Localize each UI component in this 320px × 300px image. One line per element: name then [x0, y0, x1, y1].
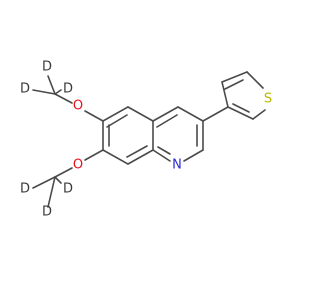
bond [106, 114, 128, 128]
sulfur-label: S [264, 92, 272, 107]
bond [102, 149, 129, 165]
bond [177, 106, 204, 122]
deuterium-label: D [20, 82, 30, 97]
bond [54, 89, 62, 95]
bond [47, 75, 56, 95]
bond [246, 71, 264, 89]
oxygen-label: O [73, 99, 83, 114]
bonds [32, 71, 266, 208]
oxygen-label: O [73, 158, 83, 173]
bond [227, 106, 254, 120]
bond [232, 103, 250, 113]
bond [84, 110, 104, 122]
nitrogen-label: N [172, 158, 182, 173]
bond [47, 176, 56, 208]
bond [102, 106, 129, 122]
bond [32, 89, 56, 95]
bond [127, 149, 154, 165]
deuterium-label: D [20, 182, 30, 197]
bond [252, 109, 266, 120]
deuterium-label: D [63, 182, 73, 197]
deuterium-label: D [42, 205, 52, 220]
deuterium-label: D [42, 60, 52, 75]
bond [126, 145, 148, 158]
bond [221, 81, 229, 108]
bond [157, 146, 171, 155]
molecule-structure: D D D O O N S D D D [20, 60, 272, 220]
bond [84, 149, 104, 161]
bond [152, 106, 179, 122]
bond [183, 149, 204, 162]
bond [54, 167, 73, 178]
bond [224, 79, 244, 90]
bond [156, 114, 178, 128]
bond [54, 176, 62, 184]
bond [32, 176, 56, 189]
bond [152, 149, 171, 162]
atom-labels: D D D O O N S D D D [20, 60, 272, 220]
deuterium-label: D [63, 82, 73, 97]
bond [202, 106, 229, 122]
bond [127, 106, 154, 122]
bond [54, 93, 73, 104]
bond [221, 71, 248, 83]
